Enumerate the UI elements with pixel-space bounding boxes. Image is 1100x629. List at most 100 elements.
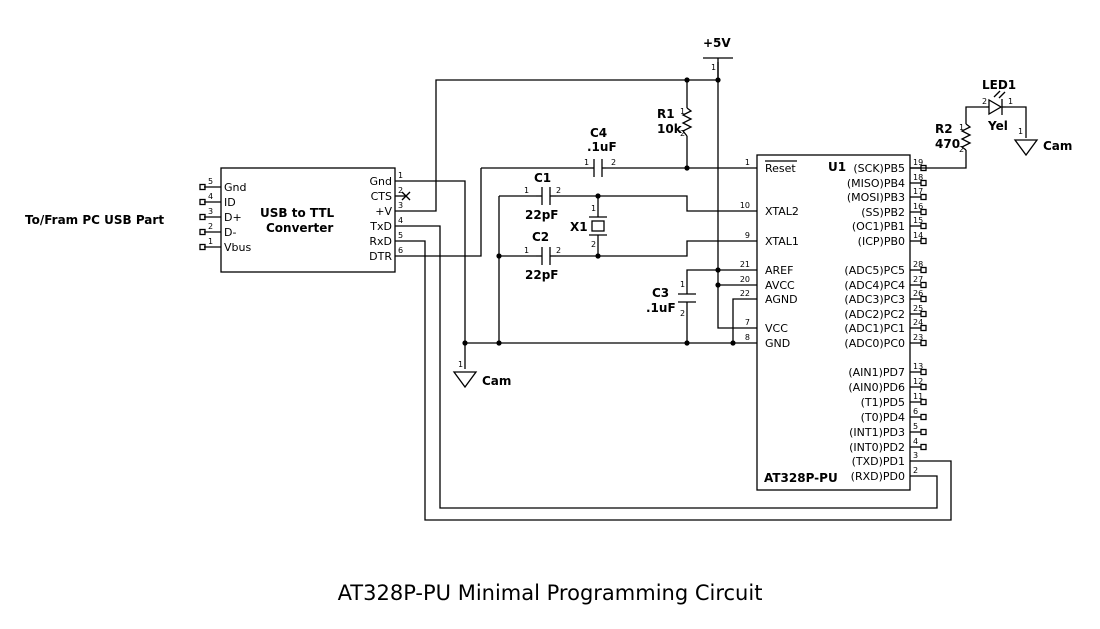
pin-number: 3 [913,451,918,460]
pin-number: 23 [913,333,923,342]
ground-left-pin: 1 [458,360,463,369]
pin-label: (ADC5)PC5 [844,264,905,277]
pin-number: 1 [398,171,403,180]
pin-number: 25 [913,304,923,313]
c1-ref: C1 [534,171,551,185]
pin-number: 5 [913,422,918,431]
mcu-ref: U1 [828,160,846,174]
pin-number: 10 [740,201,750,210]
capacitor-c4: C4 .1uF 1 2 [584,126,617,177]
pin-label: XTAL2 [765,205,799,218]
pin-number: 2 [913,466,918,475]
c4-pin1: 1 [584,158,589,167]
pin-label: (SCK)PB5 [853,162,905,175]
pin-number: 1 [745,158,750,167]
pin-number: 3 [208,207,213,216]
pin-number: 2 [208,222,213,231]
pin-label: (AIN1)PD7 [848,366,905,379]
pin-label: (MOSI)PB3 [847,191,905,204]
mcu-left-pin: 1 Reset [745,158,797,175]
pin-label: D- [224,226,236,239]
pin-label: (T1)PD5 [861,396,905,409]
resistor-r2: R2 470 1 2 [935,122,972,154]
c3-value: .1uF [646,301,676,315]
junction-dots [462,77,736,346]
capacitor-c2: C2 22pF 1 2 [524,230,561,282]
pin-square [920,208,927,216]
pin-number: 12 [913,377,923,386]
pin-number: 6 [913,407,918,416]
pin-label: Reset [765,162,796,175]
pin-number: 3 [398,201,403,210]
pin-square [920,368,927,376]
pin-square [920,281,927,289]
pin-square [920,324,927,332]
pin-square [199,243,206,251]
x1-pin2: 2 [591,240,596,249]
mcu-right-pin: (MOSI)PB3 17 [847,187,927,204]
pin-number: 6 [398,246,403,255]
usb-port-note: To/Fram PC USB Part [25,213,164,227]
converter-left-pin: 2 D- [199,222,236,239]
pin-number: 27 [913,275,923,284]
pin-number: 26 [913,289,923,298]
pin-number: 16 [913,202,923,211]
power-pin-number: 1 [711,63,716,72]
pin-number: 15 [913,216,923,225]
pin-label: (INT0)PD2 [849,441,905,454]
power-label: +5V [703,36,731,50]
pin-square [920,383,927,391]
pin-label: Gnd [224,181,246,194]
c2-pin1: 1 [524,246,529,255]
pin-label: Vbus [224,241,251,254]
pin-square [920,339,927,347]
x1-pin1: 1 [591,204,596,213]
pin-label: RxD [369,235,392,248]
pin-square [199,183,206,191]
pin-label: (INT1)PD3 [849,426,905,439]
pin-square [920,222,927,230]
converter-name-line2: Converter [266,221,333,235]
diagram-title: AT328P-PU Minimal Programming Circuit [338,581,763,605]
pin-label: D+ [224,211,242,224]
pin-label: AREF [765,264,793,277]
power-supply-5v: +5V 1 [703,36,733,80]
ground-symbol-right: 1 Cam [1013,127,1072,157]
capacitor-c1: C1 22pF 1 2 [524,171,561,222]
mcu-part: AT328P-PU [764,471,838,485]
pin-number: 17 [913,187,923,196]
ground-left-label: Cam [482,374,511,388]
pin-label: (ADC1)PC1 [844,322,905,335]
c1-pin1: 1 [524,186,529,195]
converter-name-line1: USB to TTL [260,206,335,220]
r2-value: 470 [935,137,960,151]
pin-label: (ADC0)PC0 [844,337,905,350]
c1-value: 22pF [525,208,559,222]
pin-square [920,237,927,245]
mcu-left-pin: 10 XTAL2 [740,201,799,218]
led1-pin1: 1 [1008,97,1013,106]
c4-pin2: 2 [611,158,616,167]
pin-square [199,198,206,206]
c2-pin2: 2 [556,246,561,255]
pin-square [920,443,927,451]
c2-value: 22pF [525,268,559,282]
pin-square [920,413,927,421]
